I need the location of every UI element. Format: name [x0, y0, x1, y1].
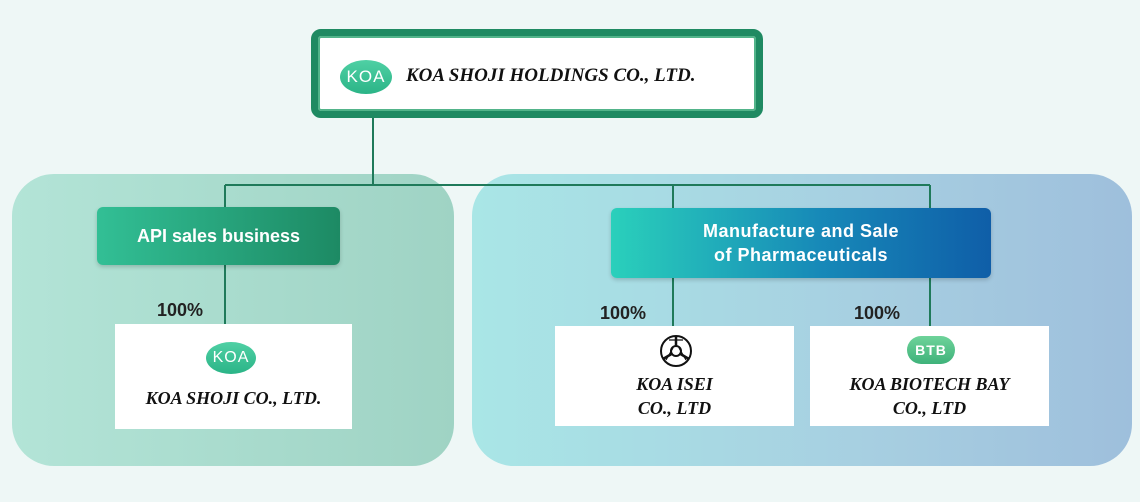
isei-emblem-icon — [660, 335, 692, 367]
isei-name-line1: KOA ISEI — [636, 374, 713, 394]
koa-logo-icon: KOA — [206, 342, 256, 374]
btb-name-line1: KOA BIOTECH BAY — [849, 374, 1010, 394]
btb-logo-icon: BTB — [907, 336, 955, 364]
manufacture-sale-box: Manufacture and Sale of Pharmaceuticals — [611, 208, 991, 278]
koa-shoji-company-box: KOA KOA SHOJI CO., LTD. — [115, 324, 352, 429]
ownership-isei: 100% — [600, 303, 647, 323]
api-sales-business-box: API sales business — [97, 207, 340, 265]
api-sales-label: API sales business — [136, 226, 301, 246]
mfg-label-line1: Manufacture and Sale — [702, 221, 900, 241]
holding-company-box: KOA KOA SHOJI HOLDINGS CO., LTD. — [311, 29, 763, 118]
shoji-company-name: KOA SHOJI CO., LTD. — [145, 388, 322, 408]
koa-biotech-bay-company-box: BTB KOA BIOTECH BAY CO., LTD — [810, 326, 1049, 426]
isei-name-line2: CO., LTD — [637, 398, 712, 418]
btb-badge-text: BTB — [915, 342, 947, 358]
btb-name-line2: CO., LTD — [892, 398, 967, 418]
isei-company-name: KOA ISEI CO., LTD — [555, 372, 794, 420]
holding-badge-text: KOA — [346, 67, 386, 86]
shoji-badge-text: KOA — [212, 349, 250, 366]
holding-company-name: KOA SHOJI HOLDINGS CO., LTD. — [406, 65, 696, 86]
ownership-btb: 100% — [854, 303, 901, 323]
koa-logo-icon: KOA — [340, 60, 392, 94]
ownership-shoji: 100% — [157, 300, 204, 320]
btb-company-name: KOA BIOTECH BAY CO., LTD — [810, 372, 1049, 420]
koa-isei-company-box: KOA ISEI CO., LTD — [555, 326, 794, 426]
mfg-label-line2: of Pharmaceuticals — [713, 245, 889, 265]
